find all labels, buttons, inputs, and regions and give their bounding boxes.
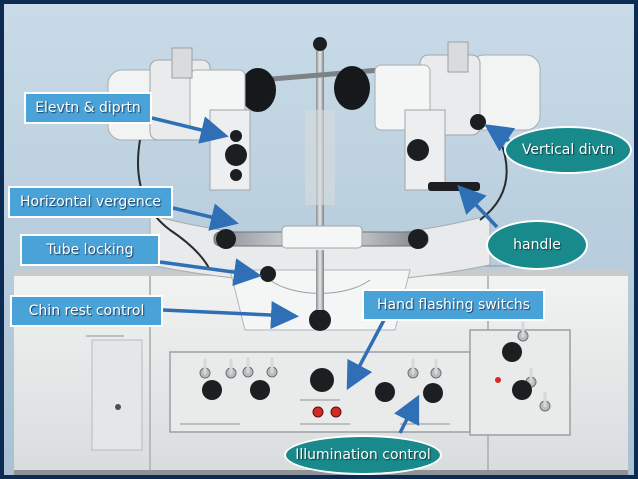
label-elevation: Elevtn & diprtn — [24, 92, 152, 124]
label-tube-locking: Tube locking — [20, 234, 160, 266]
label-horizontal-vergence: Horizontal vergence — [8, 186, 173, 218]
label-handle: handle — [486, 220, 588, 270]
label-vertical-divtn: Vertical divtn — [504, 126, 632, 174]
label-hand-flashing: Hand flashing switchs — [362, 289, 545, 321]
label-chin-rest: Chin rest control — [10, 295, 163, 327]
label-illumination: Illumination control — [284, 435, 442, 475]
